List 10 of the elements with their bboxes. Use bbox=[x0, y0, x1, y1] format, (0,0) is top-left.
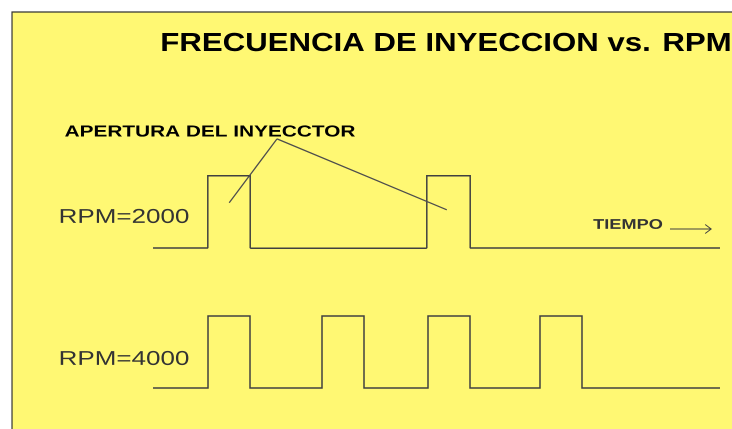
leader-line bbox=[276, 138, 448, 210]
title: FRECUENCIA DE INYECCION vs. RPM bbox=[162, 32, 730, 52]
axis-label: RPM=2000 bbox=[60, 208, 188, 224]
waveform-line bbox=[250, 247, 427, 249]
callout-text: APERTURA DEL INYECCTOR bbox=[65, 125, 355, 137]
axis-label: TIEMPO bbox=[593, 219, 662, 229]
leader-line bbox=[228, 138, 278, 204]
axis-label: RPM=4000 bbox=[60, 350, 188, 366]
pulse bbox=[426, 175, 471, 248]
pulse bbox=[207, 175, 251, 248]
